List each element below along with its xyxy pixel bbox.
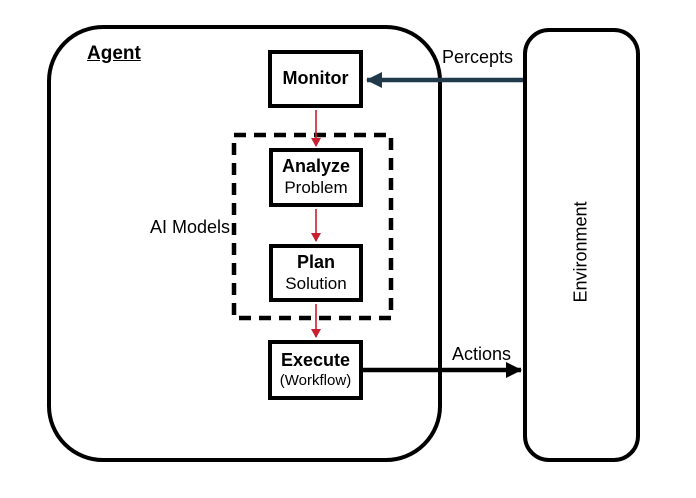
ai-models-label: AI Models: [149, 217, 230, 237]
actions-arrow-label: Actions: [452, 344, 512, 364]
execute-title: Execute: [280, 349, 351, 370]
plan-subtitle: Solution: [285, 273, 347, 293]
percepts-arrow-label: Percepts: [442, 47, 514, 67]
monitor-node: Monitor: [268, 50, 363, 108]
analyze-title: Analyze: [281, 156, 351, 177]
plan-node: Plan Solution: [269, 244, 363, 302]
plan-title: Plan: [296, 251, 335, 272]
analyze-subtitle: Problem: [284, 178, 348, 198]
execute-subtitle: (Workflow): [279, 371, 352, 389]
environment-label: Environment: [570, 201, 591, 303]
agent-boundary: [47, 25, 442, 462]
monitor-title: Monitor: [282, 68, 349, 89]
execute-node: Execute (Workflow): [268, 340, 363, 400]
agent-label: Agent: [87, 43, 141, 64]
analyze-node: Analyze Problem: [269, 148, 363, 207]
environment-box: [523, 28, 640, 462]
